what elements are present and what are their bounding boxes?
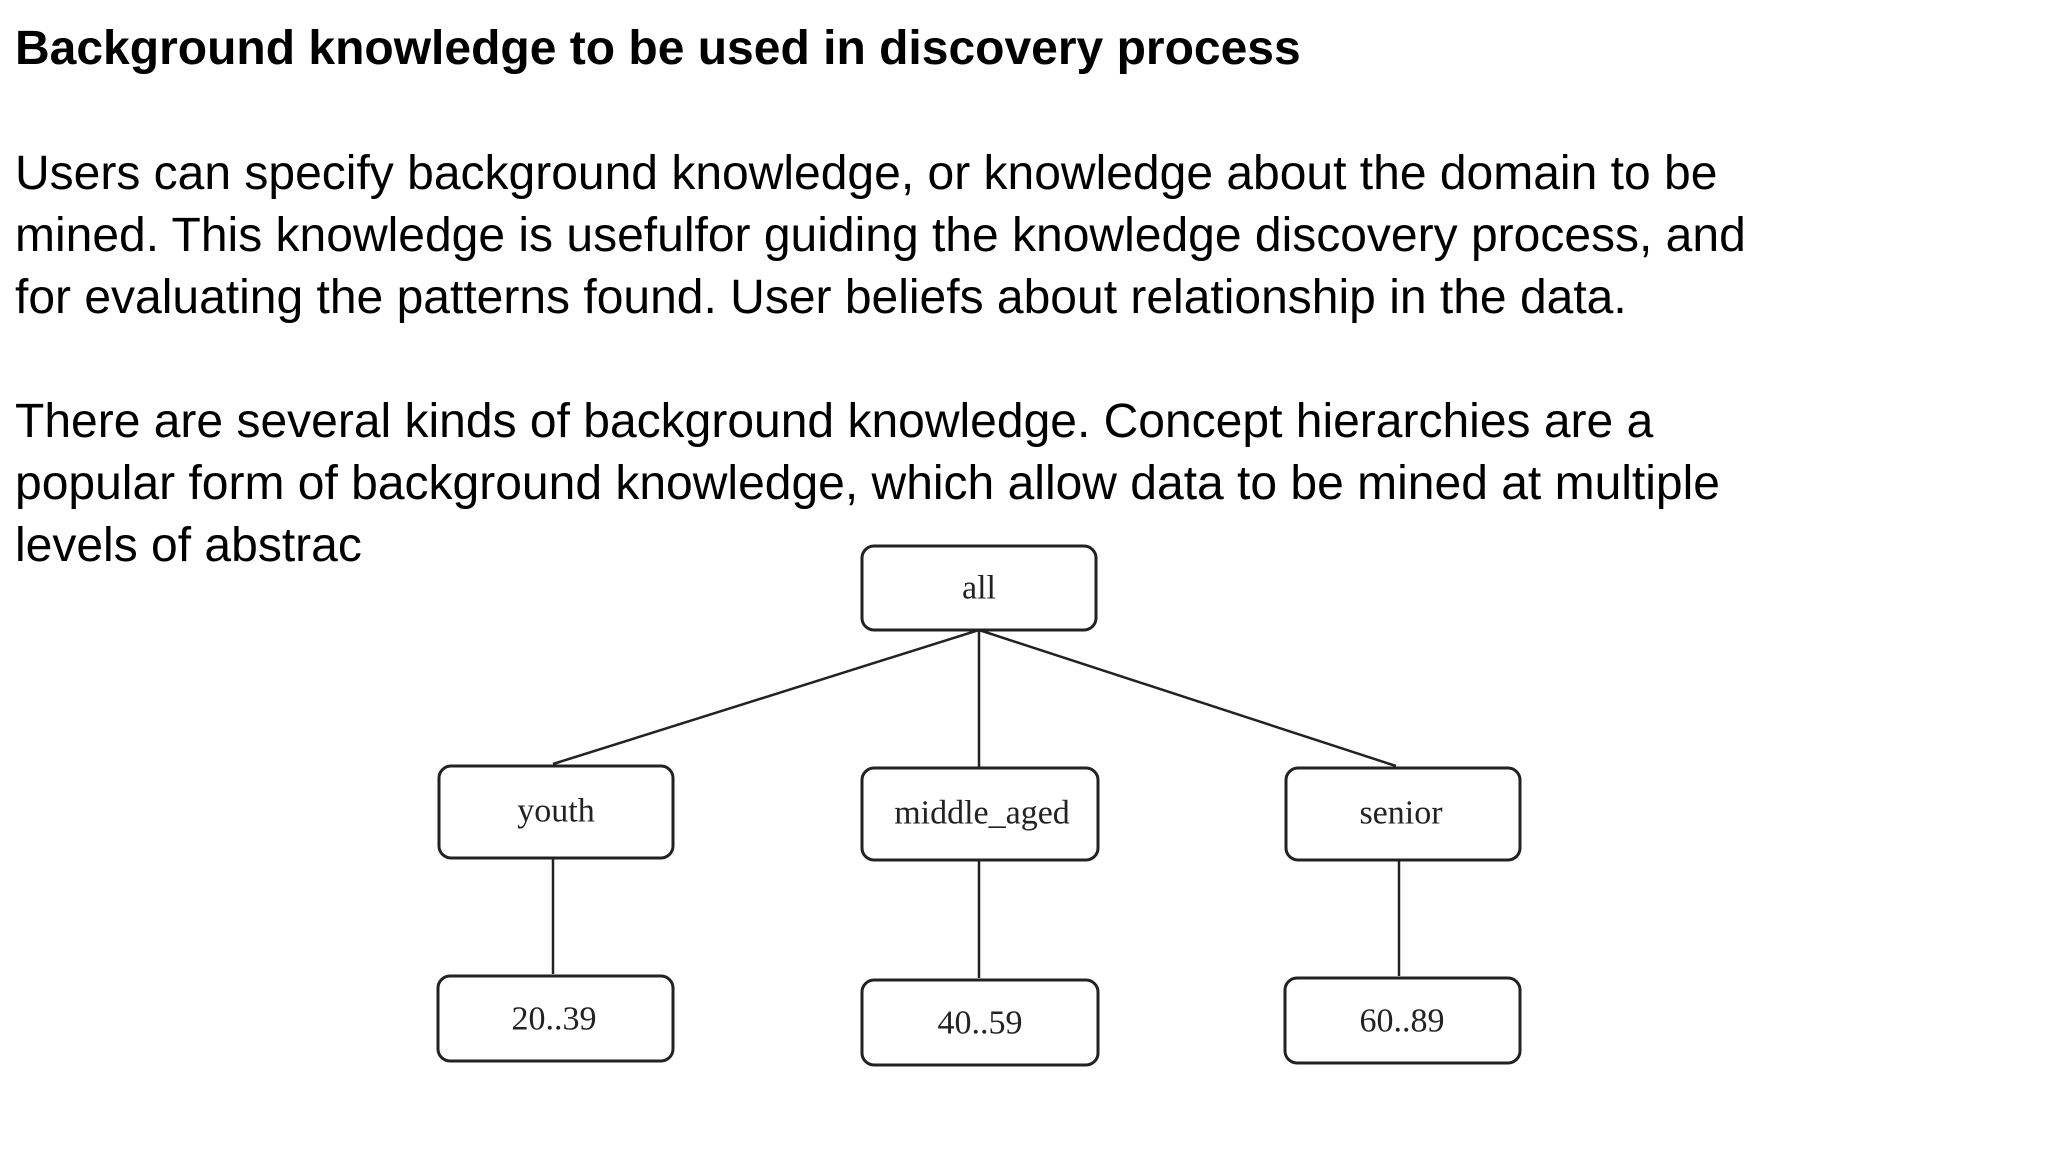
node-senior-range-label: 60..89	[1360, 1003, 1445, 1040]
paragraph-line: for evaluating the patterns found. User …	[15, 271, 1627, 324]
node-middle-aged-range: 40..59	[860, 978, 1100, 1067]
node-middle-aged: middle_aged	[860, 766, 1100, 862]
paragraph-line: levels of abstrac	[15, 519, 362, 572]
paragraph-line: Users can specify background knowledge, …	[15, 147, 1718, 200]
node-root: all	[860, 544, 1098, 632]
node-youth-label: youth	[517, 793, 594, 830]
edge-all-senior	[978, 628, 1397, 768]
node-middle-aged-range-label: 40..59	[938, 1005, 1023, 1042]
node-youth-range: 20..39	[436, 974, 675, 1063]
node-middle-aged-label: middle_aged	[894, 795, 1070, 832]
paragraph-kinds-of-knowledge: There are several kinds of background kn…	[15, 391, 2015, 577]
node-senior: senior	[1284, 766, 1522, 862]
paragraph-user-background-knowledge: Users can specify background knowledge, …	[15, 143, 2015, 329]
paragraph-line: popular form of background knowledge, wh…	[15, 457, 1720, 510]
node-youth: youth	[437, 764, 675, 860]
node-senior-range: 60..89	[1283, 976, 1522, 1065]
paragraph-line: There are several kinds of background kn…	[15, 395, 1654, 448]
paragraph-line: mined. This knowledge is usefulfor guidi…	[15, 209, 1746, 262]
node-root-label: all	[962, 570, 996, 607]
node-senior-label: senior	[1359, 795, 1443, 832]
node-youth-range-label: 20..39	[512, 1001, 597, 1038]
edge-all-youth	[552, 628, 980, 766]
slide-title: Background knowledge to be used in disco…	[15, 22, 1301, 75]
